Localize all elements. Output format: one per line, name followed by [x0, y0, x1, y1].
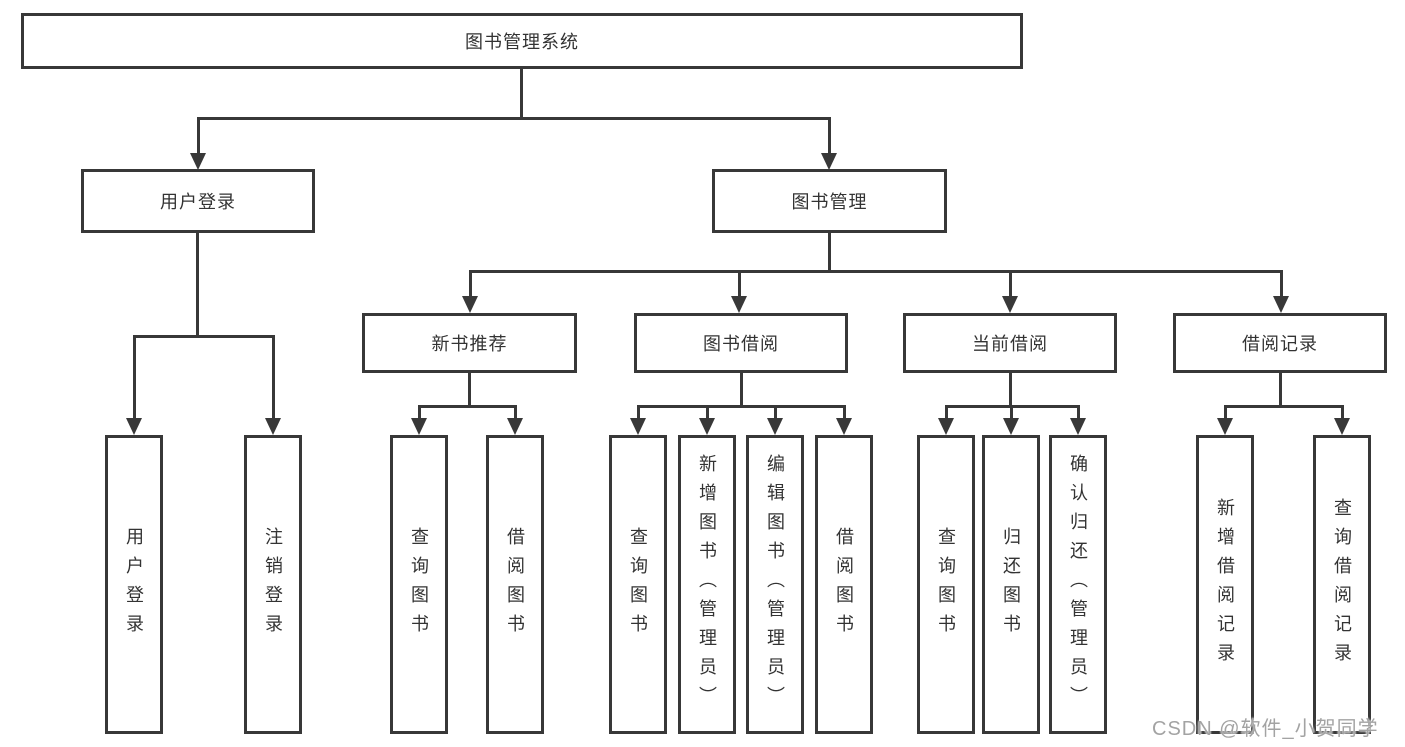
connector-line: [197, 117, 200, 155]
connector-line: [945, 405, 948, 419]
arrow-down-icon: [190, 153, 206, 170]
connector-line: [828, 233, 831, 272]
arrow-down-icon: [821, 153, 837, 170]
arrow-down-icon: [938, 418, 954, 435]
csdn-watermark: CSDN @软件_小贺同学: [1152, 718, 1379, 740]
arrow-down-icon: [836, 418, 852, 435]
connector-line: [196, 233, 199, 337]
leaf-add-borrow-record: 新增借阅记录: [1196, 435, 1254, 734]
node-borrowing-records: 借阅记录: [1173, 313, 1387, 373]
connector-line: [272, 335, 275, 420]
connector-line: [418, 405, 421, 419]
connector-line: [1280, 270, 1283, 298]
connector-line: [1341, 405, 1344, 419]
leaf-query-books-recommendation: 查询图书: [390, 435, 448, 734]
node-current-borrowing: 当前借阅: [903, 313, 1117, 373]
connector-line: [514, 405, 517, 419]
connector-line: [706, 405, 709, 419]
arrow-down-icon: [1334, 418, 1350, 435]
connector-line: [738, 270, 741, 298]
arrow-down-icon: [265, 418, 281, 435]
connector-line: [843, 405, 846, 419]
leaf-borrow-books-borrowing: 借阅图书: [815, 435, 873, 734]
leaf-query-borrow-record: 查询借阅记录: [1313, 435, 1371, 734]
connector-line: [740, 373, 743, 407]
arrow-down-icon: [1002, 296, 1018, 313]
arrow-down-icon: [767, 418, 783, 435]
connector-line: [1224, 405, 1344, 408]
connector-line: [637, 405, 846, 408]
leaf-query-books-borrowing: 查询图书: [609, 435, 667, 734]
arrow-down-icon: [1273, 296, 1289, 313]
leaf-confirm-return-admin: 确认归还（管理员）: [1049, 435, 1107, 734]
connector-line: [418, 405, 517, 408]
connector-line: [1279, 373, 1282, 407]
arrow-down-icon: [126, 418, 142, 435]
leaf-borrow-books-recommendation: 借阅图书: [486, 435, 544, 734]
arrow-down-icon: [699, 418, 715, 435]
connector-line: [469, 270, 1282, 273]
connector-line: [133, 335, 274, 338]
leaf-query-books-current: 查询图书: [917, 435, 975, 734]
arrow-down-icon: [411, 418, 427, 435]
arrow-down-icon: [1217, 418, 1233, 435]
leaf-edit-books-admin: 编辑图书（管理员）: [746, 435, 804, 734]
node-new-book-recommendation: 新书推荐: [362, 313, 577, 373]
leaf-logout: 注销登录: [244, 435, 302, 734]
arrow-down-icon: [630, 418, 646, 435]
arrow-down-icon: [1070, 418, 1086, 435]
node-book-management: 图书管理: [712, 169, 947, 233]
connector-line: [197, 117, 831, 120]
node-user-login: 用户登录: [81, 169, 315, 233]
connector-line: [520, 69, 523, 118]
connector-line: [1009, 373, 1012, 407]
arrow-down-icon: [462, 296, 478, 313]
connector-line: [469, 270, 472, 298]
node-book-borrowing: 图书借阅: [634, 313, 848, 373]
leaf-user-login: 用户登录: [105, 435, 163, 734]
connector-line: [1077, 405, 1080, 419]
arrow-down-icon: [507, 418, 523, 435]
connector-line: [828, 117, 831, 155]
connector-line: [1224, 405, 1227, 419]
connector-line: [468, 373, 471, 407]
connector-line: [133, 335, 136, 420]
arrow-down-icon: [731, 296, 747, 313]
connector-line: [1009, 270, 1012, 298]
arrow-down-icon: [1003, 418, 1019, 435]
connector-line: [1010, 405, 1013, 419]
leaf-return-books: 归还图书: [982, 435, 1040, 734]
connector-line: [637, 405, 640, 419]
connector-line: [774, 405, 777, 419]
node-library-management-system: 图书管理系统: [21, 13, 1023, 69]
leaf-add-books-admin: 新增图书（管理员）: [678, 435, 736, 734]
